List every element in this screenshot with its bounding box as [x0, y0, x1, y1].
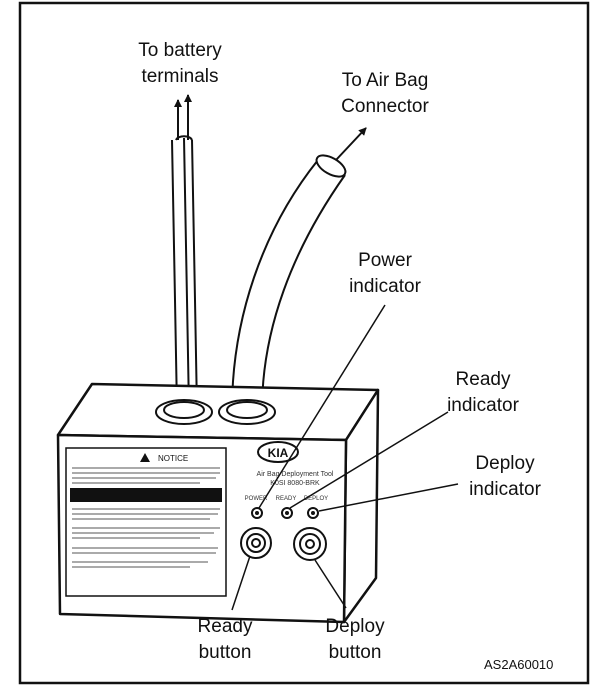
power-led	[251, 507, 263, 519]
deploy-button-graphic	[293, 527, 327, 561]
kia-logo	[257, 441, 299, 463]
ready-button-graphic	[240, 527, 272, 559]
led-label-deploy: DEPLOY	[304, 496, 328, 502]
label-battery-terminals: To battery terminals	[120, 38, 240, 90]
label-power-line2: indicator	[349, 276, 421, 297]
deploy-led	[307, 507, 319, 519]
led-label-ready: READY	[276, 496, 297, 502]
leader-lines	[231, 304, 459, 611]
cable-grommets	[155, 399, 276, 425]
label-power-line1: Power	[358, 250, 412, 271]
notice-label	[65, 447, 227, 597]
label-ready-btn-line1: Ready	[197, 616, 253, 637]
label-ready-btn-line2: button	[198, 642, 252, 663]
label-ready-indicator: Ready indicator	[428, 367, 538, 419]
label-deploy-ind-line2: indicator	[469, 479, 541, 500]
label-deploy-btn-line2: button	[328, 642, 382, 663]
tool-name-line1: Air Bag Deployment Tool	[257, 471, 334, 478]
figure-code: AS2A60010	[484, 657, 554, 672]
label-ready-ind-line1: Ready	[455, 369, 511, 390]
label-deploy-btn-line1: Deploy	[325, 616, 385, 637]
notice-title: NOTICE	[158, 454, 188, 463]
label-deploy-button: Deploy button	[300, 614, 410, 666]
label-ready-button: Ready button	[170, 614, 280, 666]
kia-logo-text: KIA	[268, 446, 289, 460]
label-deploy-ind-line1: Deploy	[475, 453, 535, 474]
label-battery-line2: terminals	[141, 66, 219, 87]
label-air-bag-connector: To Air Bag Connector	[320, 68, 450, 120]
battery-cable	[171, 135, 198, 411]
label-connector-line1: To Air Bag	[341, 70, 429, 91]
led-label-power: POWER	[245, 496, 268, 502]
tool-name-line2: K0SI 8080-BRK	[270, 480, 320, 487]
connector-arrow	[335, 127, 367, 161]
label-connector-line2: Connector	[341, 96, 429, 117]
connector-cable	[231, 154, 347, 411]
label-deploy-indicator: Deploy indicator	[445, 451, 565, 503]
label-ready-ind-line2: indicator	[447, 395, 519, 416]
label-battery-line1: To battery	[138, 40, 222, 61]
figure-border	[18, 1, 590, 685]
ready-led	[281, 507, 293, 519]
warning-icon	[140, 453, 150, 462]
label-power-indicator: Power indicator	[330, 248, 440, 300]
